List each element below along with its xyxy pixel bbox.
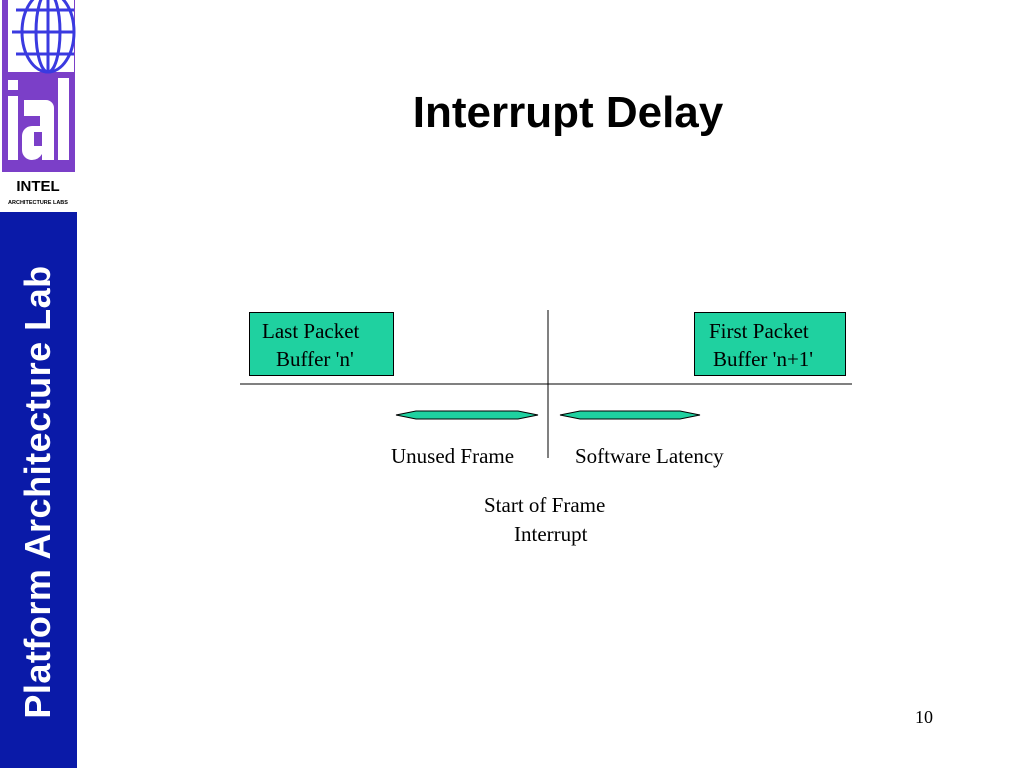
last-packet-box: Last Packet Buffer 'n' (249, 312, 394, 376)
first-packet-label: First Packet (709, 319, 809, 343)
unused-frame-arrow (395, 410, 539, 420)
architecture-labs-text: ARCHITECTURE LABS (8, 200, 68, 206)
buffer-n-label: Buffer 'n' (276, 347, 354, 371)
ial-letters (8, 78, 69, 160)
software-latency-label: Software Latency (575, 444, 724, 468)
buffer-n1-label: Buffer 'n+1' (713, 347, 814, 371)
unused-frame-label: Unused Frame (391, 444, 515, 468)
globe-icon (8, 0, 76, 74)
slide-title: Interrupt Delay (412, 88, 724, 137)
last-packet-label: Last Packet (262, 319, 360, 343)
page-number: 10 (915, 707, 933, 727)
start-of-frame-label: Start of Frame (484, 493, 606, 517)
ial-logo: INTEL ARCHITECTURE LABS (0, 0, 77, 212)
first-packet-box: First Packet Buffer 'n+1' (694, 312, 846, 376)
software-latency-arrow (559, 410, 701, 420)
interrupt-label: Interrupt (514, 522, 588, 546)
sidebar: INTEL ARCHITECTURE LABS Platform Archite… (0, 0, 77, 768)
intel-text: INTEL (16, 178, 59, 195)
